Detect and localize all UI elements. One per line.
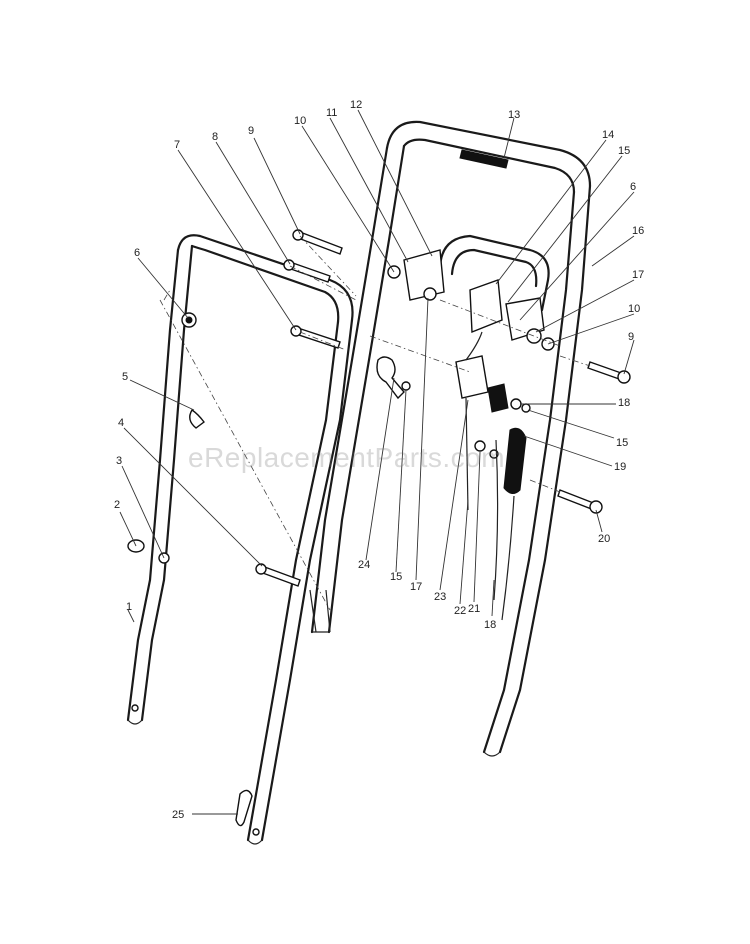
callout-15-bottom: 15 (390, 571, 402, 583)
callout-9-top: 9 (248, 125, 254, 137)
callout-6-left: 6 (134, 247, 140, 259)
callout-10-right: 10 (628, 303, 640, 315)
leader-lines (119, 109, 635, 815)
callout-14: 14 (602, 129, 614, 141)
callout-2: 2 (114, 499, 120, 511)
hardware (127, 229, 631, 827)
grip-label (459, 149, 509, 169)
callout-5: 5 (122, 371, 128, 383)
callout-10-top: 10 (294, 115, 306, 127)
callout-16: 16 (632, 225, 644, 237)
callout-15-right: 15 (616, 437, 628, 449)
callout-22: 22 (454, 605, 466, 617)
callout-13: 13 (508, 109, 520, 121)
callout-24: 24 (358, 559, 370, 571)
callout-1: 1 (126, 601, 132, 613)
callout-15-top: 15 (618, 145, 630, 157)
callout-18-right: 18 (618, 397, 630, 409)
callout-23: 23 (434, 591, 446, 603)
callout-8: 8 (212, 131, 218, 143)
callout-20: 20 (598, 533, 610, 545)
callout-19: 19 (614, 461, 626, 473)
callout-labels: 1 2 3 4 5 6 7 8 9 10 11 12 13 14 15 6 16… (114, 99, 644, 821)
watermark: eReplacementParts.com (188, 442, 506, 473)
callout-12: 12 (350, 99, 362, 111)
control-bail (403, 234, 550, 341)
throttle-assembly (455, 331, 527, 621)
callout-7: 7 (174, 139, 180, 151)
callout-17-right: 17 (632, 269, 644, 281)
lower-handle (126, 234, 354, 845)
callout-11: 11 (326, 107, 337, 119)
callout-17-bottom: 17 (410, 581, 422, 593)
callout-18-bottom: 18 (484, 619, 496, 631)
callout-9-right: 9 (628, 331, 634, 343)
callout-6-right: 6 (630, 181, 636, 193)
callout-25: 25 (172, 809, 184, 821)
callout-21: 21 (468, 603, 480, 615)
upper-handle (310, 120, 592, 757)
callout-3: 3 (116, 455, 122, 467)
callout-4: 4 (118, 417, 124, 429)
